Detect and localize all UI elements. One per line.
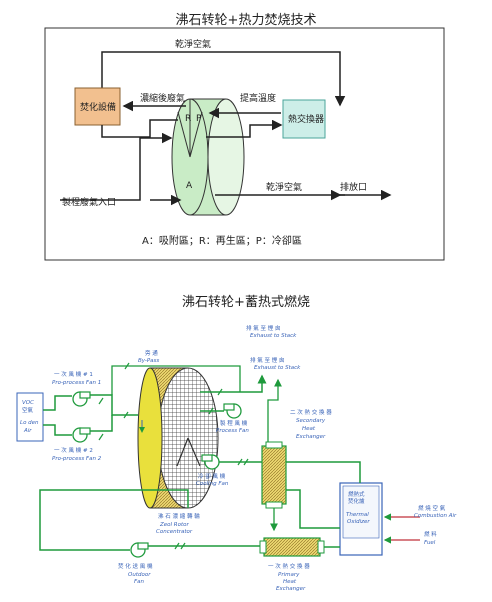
primary-hx-label-en1: Primary: [278, 572, 300, 578]
secondary-heat-exchanger: [261, 441, 287, 509]
voc-box-text-4: Air: [23, 428, 32, 434]
cooling-air-arrow: [206, 119, 283, 138]
heat-exchanger-box: [282, 99, 326, 139]
oxidizer-label-zh2: 焚化爐: [348, 497, 365, 505]
label-dry-air-bottom: 乾淨空氣: [266, 181, 302, 193]
cooling-fan: [201, 454, 220, 470]
sec-hx-label-en2: Heat: [302, 426, 316, 432]
oxidizer-label-en1: Thermal: [346, 512, 369, 518]
oxidizer-label-zh1: 燃熱式: [348, 490, 365, 498]
incinerator-box: [74, 87, 121, 126]
process-fan: [223, 403, 242, 419]
thermal-oxidizer: [339, 482, 383, 556]
combustion-air-label-en: Combustion Air: [414, 513, 457, 519]
fan1-label-zh: 一 次 風 機 # 1: [54, 370, 93, 378]
label-inlet: 製程廢氣入口: [62, 196, 116, 208]
exhaust1-label-en: Exhaust to Stack: [250, 333, 297, 339]
fan2: [72, 427, 91, 443]
bypass-label-en: By-Pass: [138, 358, 159, 364]
primary-hx-label-en3: Exchanger: [276, 586, 306, 592]
fan2-label-zh: 一 次 風 機 # 2: [54, 446, 93, 454]
rotor-label-en1: Zeol Rotor: [159, 522, 190, 528]
cooling-fan-label-zh: 冷 卻 風 機: [198, 472, 226, 480]
label-zone-p: P: [196, 114, 202, 124]
primary-hx-label-en2: Heat: [283, 579, 297, 585]
voc-inlet-box: [16, 392, 44, 442]
label-zone-a: A: [186, 181, 193, 191]
primary-hx-label-zh: 一 次 熱 交 換 器: [268, 562, 310, 570]
outdoor-fan-label-zh: 焚 化 送 風 機: [118, 562, 153, 570]
label-incinerator: 焚化設備: [80, 101, 116, 113]
fan1: [72, 391, 91, 407]
zeolite-rotor: [137, 367, 219, 509]
exhaust1-label-zh: 排 氣 至 煙 囪: [246, 324, 281, 332]
outdoor-fan-label-en2: Fan: [134, 579, 145, 585]
diagram1-frame: [44, 27, 445, 261]
primary-heat-exchanger: [259, 537, 325, 557]
combustion-air-label-zh: 燃 燒 空 氣: [418, 504, 446, 512]
label-zone-r: R: [185, 114, 191, 124]
voc-box-text-3: Lo den: [20, 420, 39, 426]
rotor-back-face: [207, 98, 245, 216]
fuel-label-en: Fuel: [424, 540, 436, 546]
bypass-label-zh: 旁 通: [145, 349, 158, 357]
label-dry-air-top: 乾淨空氣: [175, 38, 211, 50]
legend-zones: A：吸附區；R：再生區；P：冷卻區: [142, 234, 302, 247]
exhaust2-label-zh: 排 氣 至 煙 囪: [250, 356, 285, 364]
label-outlet: 排放口: [340, 181, 367, 193]
title-bottom: 沸石转轮+蓄热式燃烧: [182, 295, 310, 310]
fuel-label-zh: 燃 料: [424, 530, 437, 538]
sec-hx-label-zh: 二 次 熱 交 換 器: [290, 408, 332, 416]
outdoor-fan-label-en1: Outdoor: [128, 572, 151, 578]
sec-hx-label-en3: Exchanger: [296, 434, 326, 440]
voc-box-text-2: 空氣: [22, 406, 34, 414]
diagram1: 乾淨空氣 焚化設備 濃縮後廢氣 提高溫度 熱交換器 製程廢氣入口 乾淨空氣 排放…: [44, 27, 445, 261]
dry-air-top-loop: [101, 51, 346, 107]
fan1-label-en: Pro-process Fan 1: [52, 380, 101, 386]
rotor-label-zh: 沸 石 濃 縮 轉 輪: [158, 512, 200, 520]
outdoor-fan: [130, 542, 149, 558]
voc-box-text-1: VOC: [22, 400, 34, 406]
label-heated-air: 提高溫度: [240, 92, 276, 104]
rotor-label-en2: Concentrator: [156, 529, 193, 535]
diagram2: VOC 空氣 Lo den Air 一 次 風 機 # 1 Pro-proces…: [16, 324, 457, 592]
label-concentrated-gas: 濃縮後廢氣: [140, 92, 185, 104]
label-heat-exchanger: 熱交換器: [288, 113, 324, 125]
oxidizer-label-en2: Oxidizer: [347, 519, 370, 525]
exhaust2-label-en: Exhaust to Stack: [254, 365, 301, 371]
sec-hx-label-en1: Secondary: [296, 418, 326, 424]
process-fan-label-en: Process Fan: [216, 428, 249, 434]
fan2-label-en: Pro-process Fan 2: [52, 456, 102, 462]
title-top: 沸石转轮+热力焚烧技术: [175, 13, 317, 28]
process-fan-label-zh: 製 程 風 機: [220, 419, 248, 427]
inlet-arrow: [60, 132, 173, 201]
cooling-fan-label-en: Cooling Fan: [196, 481, 229, 487]
